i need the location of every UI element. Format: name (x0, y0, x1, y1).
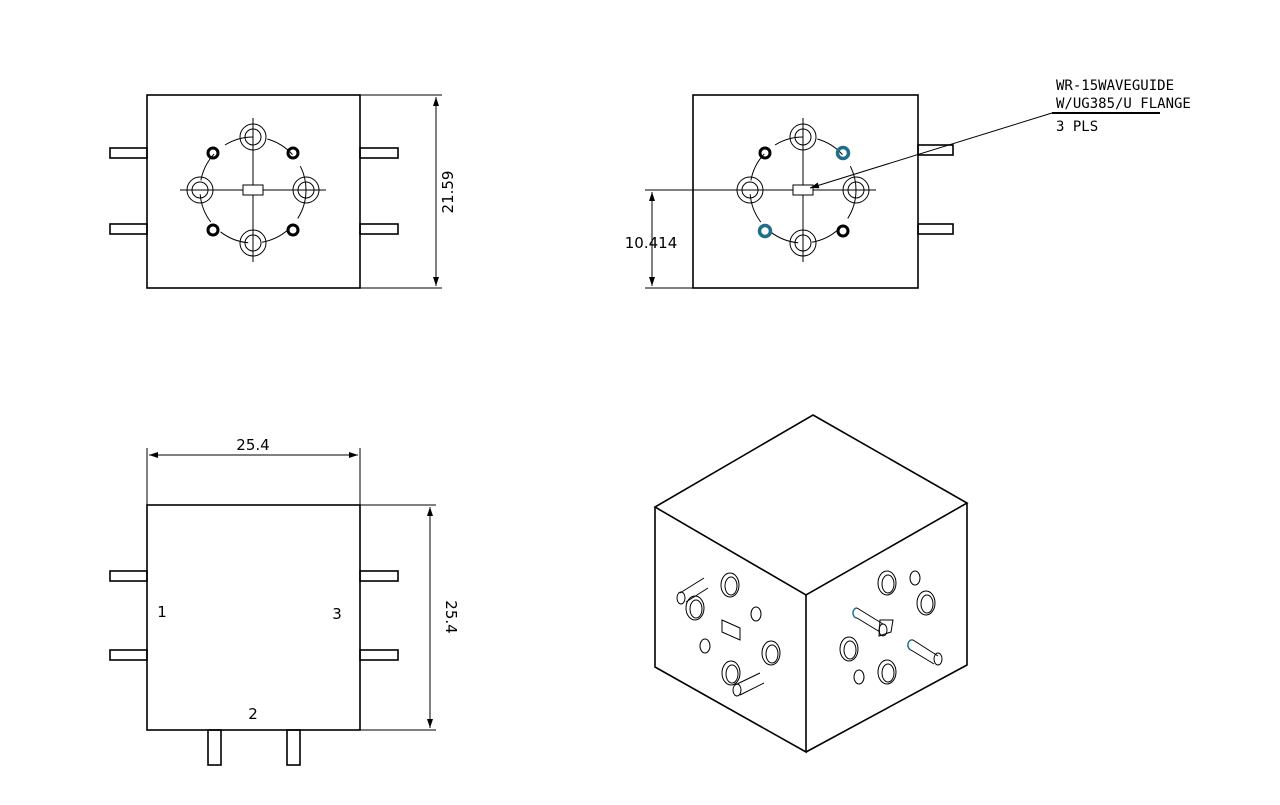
isometric-view (653, 414, 969, 754)
front-view-right: 10.414 WR-15WAVEGUIDE W/UG385/U FLANGE 3… (625, 78, 1191, 289)
front-view-left: 21.59 (109, 94, 457, 289)
port-label-2: 2 (248, 705, 258, 723)
dimension-depth: 25.4 (442, 600, 460, 633)
callout-line2: W/UG385/U FLANGE (1056, 96, 1191, 112)
port-label-3: 3 (332, 605, 342, 623)
dimension-height: 21.59 (439, 171, 457, 214)
callout-line1: WR-15WAVEGUIDE (1056, 78, 1174, 94)
dimension-width: 25.4 (236, 436, 269, 454)
callout-line3: 3 PLS (1056, 119, 1098, 135)
top-view: 25.4 25.4 1 3 2 (109, 436, 460, 766)
port-label-1: 1 (157, 603, 167, 621)
dimension-port-offset: 10.414 (625, 234, 678, 252)
